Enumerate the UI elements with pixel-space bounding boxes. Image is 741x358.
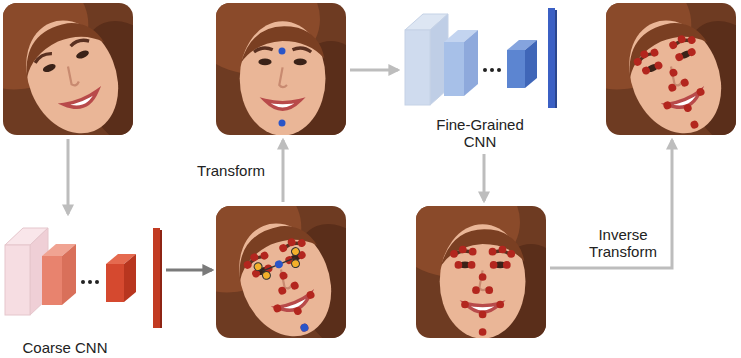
fine-cnn-layers — [405, 8, 557, 108]
cnn-label: Coarse CNN — [20, 339, 110, 356]
coarse-face — [216, 206, 346, 338]
flow-arrows — [68, 70, 672, 270]
coarse-cnn-layers — [5, 228, 162, 328]
step-label: Inverse Transform — [580, 226, 666, 260]
cnn-label: Fine-Grained CNN — [430, 116, 530, 150]
step-label: Transform — [186, 162, 276, 179]
cnn-block: Fine-Grained CNN — [400, 8, 560, 150]
input-face — [3, 3, 133, 135]
final-face — [606, 3, 736, 135]
cnn-block: Coarse CNN — [0, 220, 170, 356]
fine-face — [416, 206, 546, 338]
aligned-face — [216, 3, 346, 135]
